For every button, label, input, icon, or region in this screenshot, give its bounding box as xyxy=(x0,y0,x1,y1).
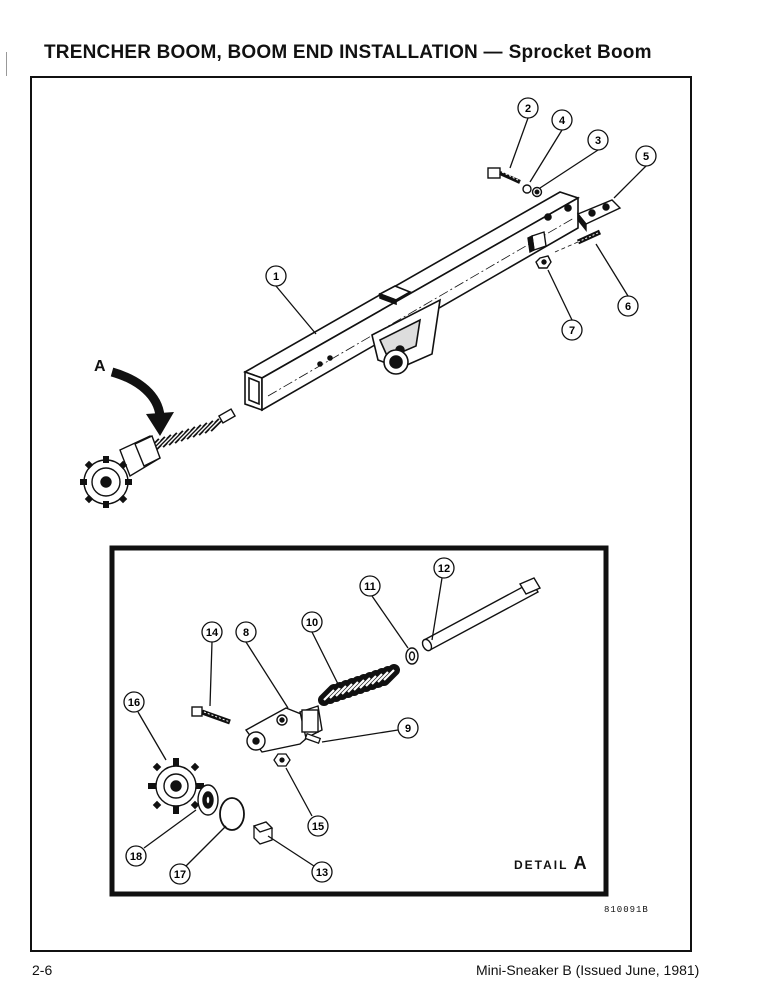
callout-6: 6 xyxy=(625,301,631,313)
upper-callout-numbers: 1 2 3 4 5 6 7 xyxy=(273,103,649,337)
callout-16: 16 xyxy=(128,697,140,709)
detail-callouts xyxy=(123,557,455,885)
spring-washer xyxy=(405,647,419,665)
callout-7: 7 xyxy=(569,325,575,337)
detail-callout-numbers: 8 9 10 11 12 13 14 15 16 17 18 xyxy=(128,563,450,881)
callout-11: 11 xyxy=(364,581,376,593)
detail-label-letter: A xyxy=(573,853,587,873)
bolt-washer-nut xyxy=(487,167,543,198)
callout-13: 13 xyxy=(316,867,328,879)
sprocket-teeth xyxy=(80,456,132,508)
callout-14: 14 xyxy=(206,627,219,639)
boom-end-assembly xyxy=(80,408,237,508)
title-subtitle: Sprocket Boom xyxy=(508,42,652,63)
boom-tube xyxy=(243,191,580,412)
page-number: 2-6 xyxy=(32,962,53,978)
spacer-block xyxy=(252,821,274,845)
callout-18: 18 xyxy=(130,851,142,863)
callout-15: 15 xyxy=(312,821,324,833)
callout-4: 4 xyxy=(559,115,566,127)
page-title: TRENCHER BOOM, BOOM END INSTALLATION —Sp… xyxy=(44,42,652,64)
callout-10: 10 xyxy=(306,617,318,629)
clamp-plate xyxy=(576,199,622,232)
lock-nut xyxy=(273,753,291,767)
callout-3: 3 xyxy=(595,135,601,147)
view-a-arrow xyxy=(110,367,174,436)
detail-a-frame xyxy=(109,545,609,897)
margin-mark xyxy=(6,52,7,76)
upper-callouts xyxy=(265,97,657,341)
callout-2: 2 xyxy=(525,103,531,115)
roll-pin xyxy=(304,732,322,745)
callout-9: 9 xyxy=(405,723,411,735)
callout-5: 5 xyxy=(643,151,649,163)
tension-spring xyxy=(318,664,400,706)
end-mount-bracket xyxy=(244,705,323,753)
title-main: TRENCHER BOOM, BOOM END INSTALLATION — xyxy=(44,42,503,63)
set-screw-and-nut xyxy=(527,229,602,269)
idler-sprocket xyxy=(148,758,204,814)
callout-12: 12 xyxy=(438,563,450,575)
view-a-marker: A xyxy=(94,358,106,375)
callout-1: 1 xyxy=(273,271,279,283)
callout-17: 17 xyxy=(174,869,186,881)
mount-bolt xyxy=(191,706,231,725)
drawing-number: 810091B xyxy=(604,905,649,915)
detail-a-label: DETAIL A xyxy=(514,853,587,874)
publication-info: Mini-Sneaker B (Issued June, 1981) xyxy=(476,962,700,978)
tension-rod xyxy=(421,577,542,652)
detail-label-word: DETAIL xyxy=(514,858,569,872)
figure-frame xyxy=(30,76,692,952)
sprocket-bearing xyxy=(197,784,219,816)
callout-8: 8 xyxy=(243,627,249,639)
snap-ring xyxy=(219,797,245,831)
